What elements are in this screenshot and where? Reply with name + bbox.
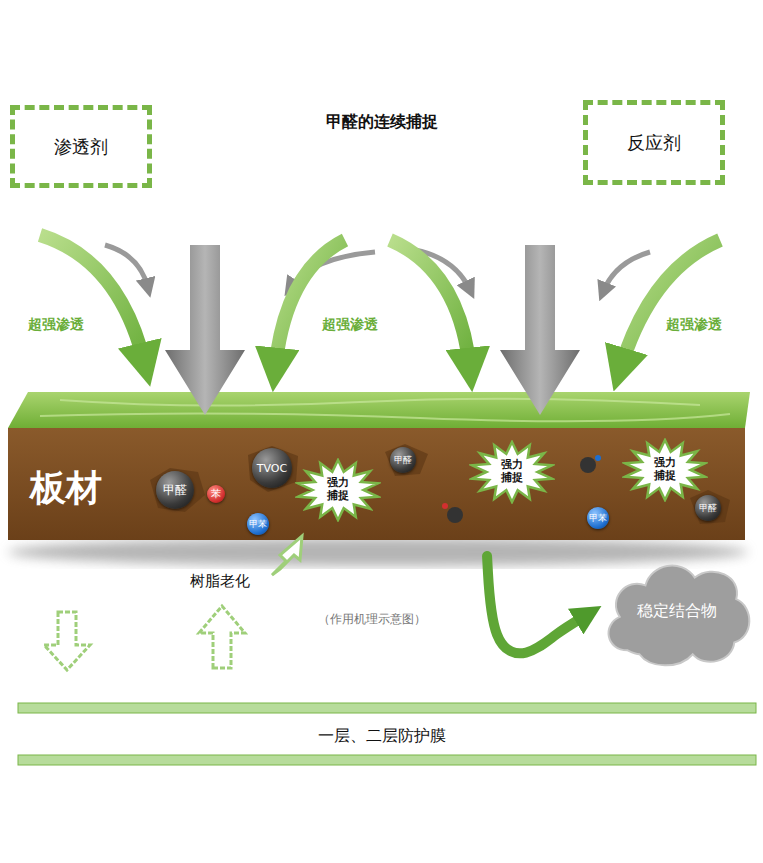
molecule-ball: 甲醛: [156, 471, 194, 509]
board-top-face: [8, 392, 750, 428]
node-text: 反应剂: [627, 131, 681, 155]
ingredient-box: 反应剂: [583, 100, 725, 185]
penetration-label: 超强渗透: [28, 316, 84, 334]
film-label: 一层、二层防护膜: [0, 726, 763, 747]
molecule-dot: [447, 507, 463, 523]
board-front-face: [8, 428, 745, 540]
molecule-ball: 甲苯: [247, 513, 269, 535]
molecule-name: 甲醛: [699, 502, 717, 515]
molecule-name: 甲醛: [163, 482, 187, 499]
capture-burst: 强力 捕捉: [469, 440, 555, 504]
grey-down-arrow: [500, 245, 580, 415]
board-shadow: [8, 538, 748, 566]
board-pit: [150, 468, 205, 512]
green-curved-arrow: [390, 240, 470, 370]
green-curved-arrow: [620, 240, 720, 370]
green-curved-arrow: [275, 240, 345, 370]
hollow-down-arrow: [44, 612, 90, 670]
board-pit: [385, 444, 428, 476]
board-panel: 板材甲醛苯TVOC甲苯强力 捕捉甲醛强力 捕捉甲苯强力 捕捉甲醛: [8, 428, 745, 540]
capture-burst: 强力 捕捉: [295, 458, 381, 522]
wood-grain: [40, 399, 730, 422]
molecule-ball: 甲醛: [390, 447, 416, 473]
film-bar: [18, 703, 756, 713]
molecule-ball: 苯: [207, 485, 225, 503]
molecule-name: 甲苯: [249, 518, 267, 531]
molecule-ball: TVOC: [252, 448, 292, 488]
molecule-name: TVOC: [257, 462, 287, 475]
penetration-label: 超强渗透: [666, 316, 722, 334]
node-text: 强力 捕捉: [652, 457, 677, 482]
node-text: 强力 捕捉: [325, 477, 350, 502]
grey-down-arrow: [165, 245, 245, 415]
board-pit: [690, 490, 730, 524]
node-text: 渗透剂: [54, 135, 108, 159]
ingredient-box: 渗透剂: [10, 105, 152, 188]
board-pit: [248, 446, 298, 492]
grey-curved-arrow: [603, 252, 650, 292]
node-text: 板材: [30, 464, 102, 513]
molecule-dot: [580, 457, 596, 473]
penetration-label: 超强渗透: [322, 316, 378, 334]
film-bar: [18, 755, 756, 765]
hollow-up-arrow: [199, 606, 245, 668]
molecule-name: 甲醛: [394, 454, 412, 467]
molecule-dot: [595, 455, 601, 461]
molecule-ball: 甲苯: [587, 507, 609, 529]
burst-outline: [472, 442, 552, 502]
result-cloud: 稳定结合物: [598, 552, 756, 670]
molecule-name: 苯: [211, 487, 221, 501]
capture-burst: 强力 捕捉: [622, 438, 708, 502]
green-curved-arrow: [40, 235, 145, 365]
aging-label: 树脂老化: [190, 572, 250, 591]
burst-outline: [625, 440, 705, 500]
flow-arrow: [487, 556, 586, 653]
hollow-diagonal-arrow: [272, 536, 302, 575]
figure-caption: （作用机理示意图）: [318, 611, 426, 628]
node-text: 强力 捕捉: [499, 459, 524, 484]
molecule-name: 甲苯: [589, 512, 607, 525]
cloud-outline: [609, 566, 750, 666]
molecule-dot: [442, 503, 448, 509]
burst-outline: [298, 460, 378, 520]
molecule-ball: 甲醛: [695, 495, 721, 521]
node-text: 稳定结合物: [635, 598, 718, 624]
